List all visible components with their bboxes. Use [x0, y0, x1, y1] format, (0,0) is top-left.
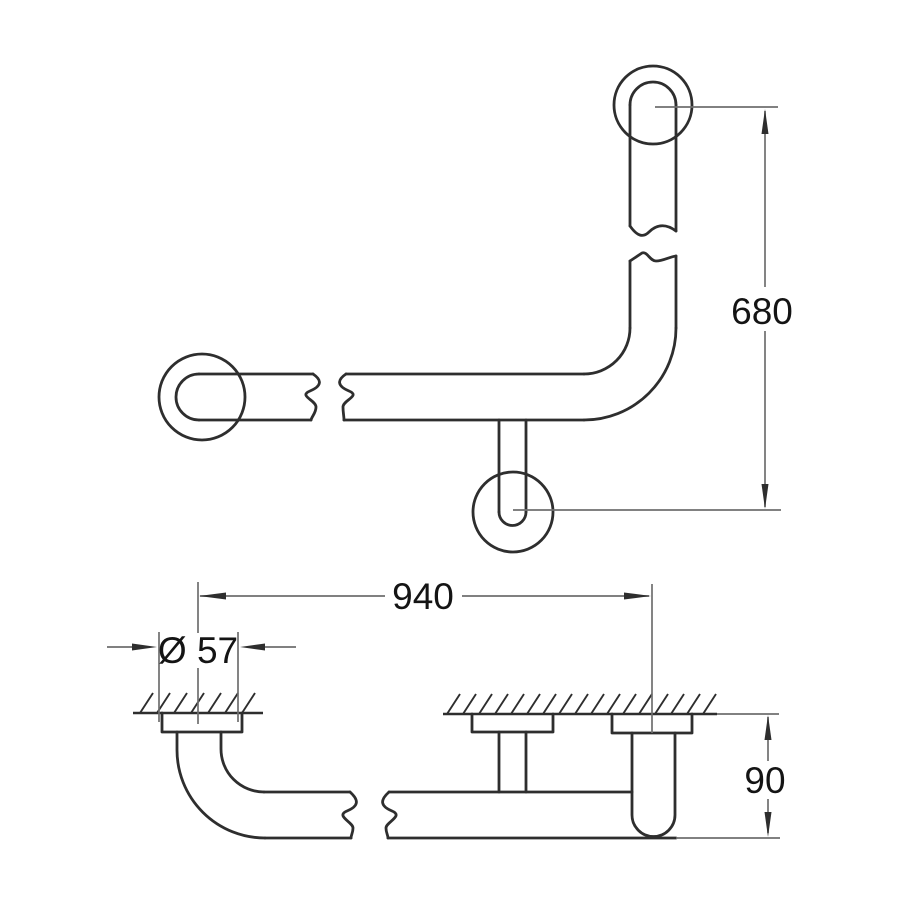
middle-support-cap	[497, 510, 528, 527]
profile-tube-right-segment	[386, 790, 678, 840]
arrowhead-right-icon	[132, 643, 157, 651]
profile-tube-break-right	[381, 790, 398, 840]
front-view	[157, 64, 694, 554]
arrowhead-down-icon	[761, 484, 769, 509]
left-flange-plate	[160, 711, 244, 734]
dimension-90: 90	[676, 713, 786, 839]
left-tube-end-cap	[174, 372, 201, 422]
dimension-940: 940	[197, 576, 653, 733]
dimension-680: 680	[513, 106, 793, 511]
extension-lines-diameter	[158, 632, 239, 722]
dimension-diameter-57: Ø 57	[107, 630, 296, 722]
dim-label-680: 680	[731, 291, 793, 332]
profile-tube-break-left	[341, 790, 358, 840]
wall-hatching-right	[446, 693, 717, 715]
top-tube-end-cap	[628, 80, 678, 107]
profile-support-post	[497, 730, 528, 794]
left-flange-circle	[157, 352, 247, 442]
arrowhead-left-icon	[199, 592, 226, 600]
horizontal-tube-break-left	[304, 372, 321, 422]
middle-flange-circle	[471, 470, 555, 554]
middle-support-post	[497, 418, 528, 514]
profile-elbow-outer	[175, 730, 267, 840]
profile-tube-end	[630, 731, 677, 838]
top-flange-circle	[612, 64, 694, 146]
horizontal-tube-right-segment	[342, 372, 586, 422]
profile-tube-left-segment	[262, 790, 353, 840]
elbow-outer-arc	[582, 326, 678, 422]
arrowhead-up-icon	[764, 715, 772, 740]
dim-label-940: 940	[392, 576, 454, 617]
vertical-tube-lower-segment	[628, 254, 678, 330]
horizontal-tube-break-right	[338, 372, 355, 422]
arrowhead-left-icon	[240, 643, 265, 651]
arrowhead-up-icon	[761, 109, 769, 134]
vertical-tube-break-lower	[628, 251, 678, 263]
dim-label-90: 90	[744, 760, 785, 801]
vertical-tube-upper-segment	[628, 103, 678, 233]
profile-elbow-inner	[219, 730, 266, 794]
profile-view	[133, 692, 717, 840]
elbow-inner-arc	[582, 326, 632, 376]
arrowhead-down-icon	[764, 812, 772, 837]
arrowhead-right-icon	[624, 592, 651, 600]
dim-label-diameter: Ø 57	[158, 630, 238, 671]
horizontal-tube-left-segment	[197, 372, 315, 422]
vertical-tube-break-upper	[628, 224, 678, 237]
support-flange-plate	[470, 712, 555, 734]
